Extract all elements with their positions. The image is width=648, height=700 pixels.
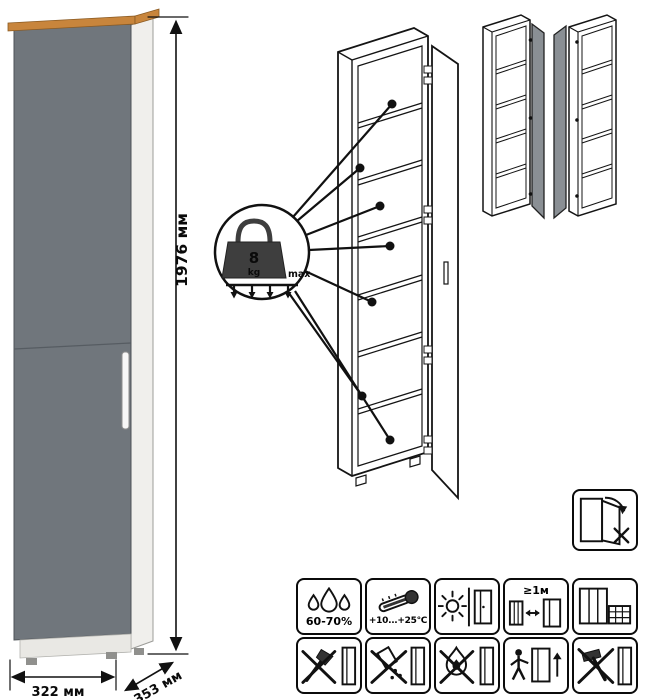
- drawing-foot-left: [355, 474, 367, 487]
- no-hammer-icon: [577, 646, 633, 685]
- cabinet-side-panel: [130, 16, 154, 650]
- no-direct-sunlight-icon-box: [434, 578, 500, 635]
- load-unit: kg: [248, 268, 260, 278]
- no-direct-sunlight-icon: [438, 587, 493, 626]
- interior-frame: [357, 45, 423, 467]
- temperature-icon: [378, 589, 419, 612]
- load-value: 8: [249, 249, 259, 267]
- callout-leader-lines: [285, 103, 393, 441]
- humidity-label: 60-70%: [305, 614, 353, 628]
- distributed-load-arrows: [226, 283, 298, 299]
- no-hammer-icon-box: [572, 637, 638, 694]
- hinges: [423, 65, 433, 455]
- cabinet-door-front: [13, 23, 132, 641]
- door-mounting-icon-box: [572, 489, 638, 551]
- depth-dimension-label: 353 мм: [132, 668, 185, 700]
- door-variant-left-hinge: [553, 14, 617, 220]
- carry-icon: [510, 647, 562, 682]
- depth-dimension-arrow: [123, 661, 175, 692]
- open-cabinet-drawing: [337, 27, 459, 501]
- shelf-points: [355, 99, 397, 445]
- shelves: [357, 102, 423, 415]
- panel-grid-icon-box: [572, 578, 638, 635]
- plinth: [19, 633, 132, 659]
- temperature-label: +10...+25°C: [368, 615, 428, 626]
- door-variant-right-hinge: [482, 14, 545, 220]
- no-impact-icon: [301, 646, 357, 685]
- no-open-flame-icon: [439, 645, 495, 685]
- no-open-flame-icon-box: [434, 637, 500, 694]
- drawing-foot-right: [409, 455, 421, 468]
- door-mounting-icon: [579, 496, 630, 546]
- cabinet-front-view: [7, 8, 160, 665]
- temperature-icon-box: +10...+25°C: [365, 578, 431, 635]
- distance-label: ≥1м: [523, 583, 549, 597]
- door-handle: [121, 351, 130, 430]
- shelf-load-callout: 8 kg max: [213, 99, 397, 445]
- foot-side: [134, 648, 144, 655]
- panel-grid-icon: [578, 587, 632, 624]
- load-qualifier: max: [288, 269, 310, 280]
- foot-left: [26, 658, 37, 665]
- width-dimension-label: 322 мм: [32, 685, 85, 700]
- heat-distance-icon: [508, 598, 562, 627]
- carry-icon-box: [503, 637, 569, 694]
- door-seam: [13, 342, 132, 350]
- no-impact-icon-box: [296, 637, 362, 694]
- variant-door-panel: [531, 22, 545, 220]
- door-handle-mark: [443, 261, 449, 285]
- no-spill-icon: [370, 645, 426, 685]
- foot-right: [106, 652, 117, 659]
- variant-door-panel: [553, 24, 567, 220]
- weight-icon: [221, 241, 287, 279]
- humidity-icon: [307, 586, 351, 613]
- weight-handle: [235, 218, 273, 243]
- humidity-icon-box: 60-70%: [296, 578, 362, 635]
- height-dimension-label: 1976 мм: [173, 213, 191, 287]
- no-spill-icon-box: [365, 637, 431, 694]
- heat-distance-icon-box: ≥1м: [503, 578, 569, 635]
